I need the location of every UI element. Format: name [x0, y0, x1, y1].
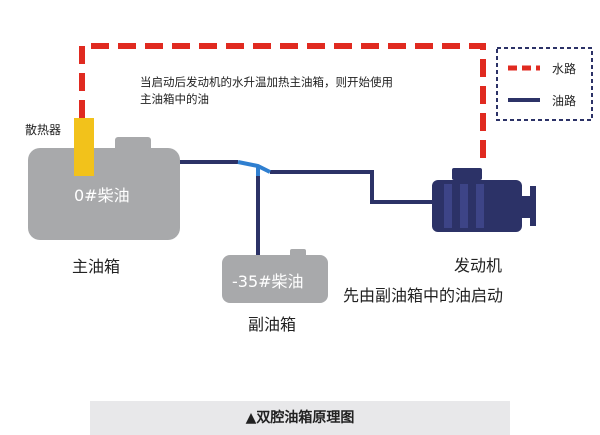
engine-label: 发动机	[454, 256, 503, 275]
annotation-line-1: 当启动后发动机的水升温加热主油箱，则开始使用	[140, 75, 393, 89]
annotation-line-2: 主油箱中的油	[140, 92, 209, 106]
caption-text: ▲双腔油箱原理图	[245, 410, 355, 426]
water-path	[79, 43, 486, 165]
main-tank-cap	[115, 137, 151, 151]
radiator-label: 散热器	[25, 123, 62, 137]
main-tank	[28, 148, 180, 240]
main-tank-label: 主油箱	[72, 257, 121, 276]
oil-path	[180, 160, 432, 255]
caption-bar: ▲双腔油箱原理图	[90, 401, 510, 435]
radiator-front	[74, 148, 94, 176]
aux-tank-label: 副油箱	[248, 315, 297, 334]
aux-tank-cap	[290, 249, 306, 258]
aux-tank-content: -35#柴油	[232, 272, 304, 291]
aux-tank	[222, 255, 328, 303]
legend-oil-label: 油路	[552, 94, 577, 108]
legend-water-label: 水路	[552, 62, 577, 76]
main-tank-content: 0#柴油	[74, 186, 130, 205]
legend-box	[496, 47, 593, 121]
engine-icon	[432, 168, 536, 232]
engine-note: 先由副油箱中的油启动	[343, 286, 504, 305]
oil-junction-highlight	[237, 160, 271, 176]
